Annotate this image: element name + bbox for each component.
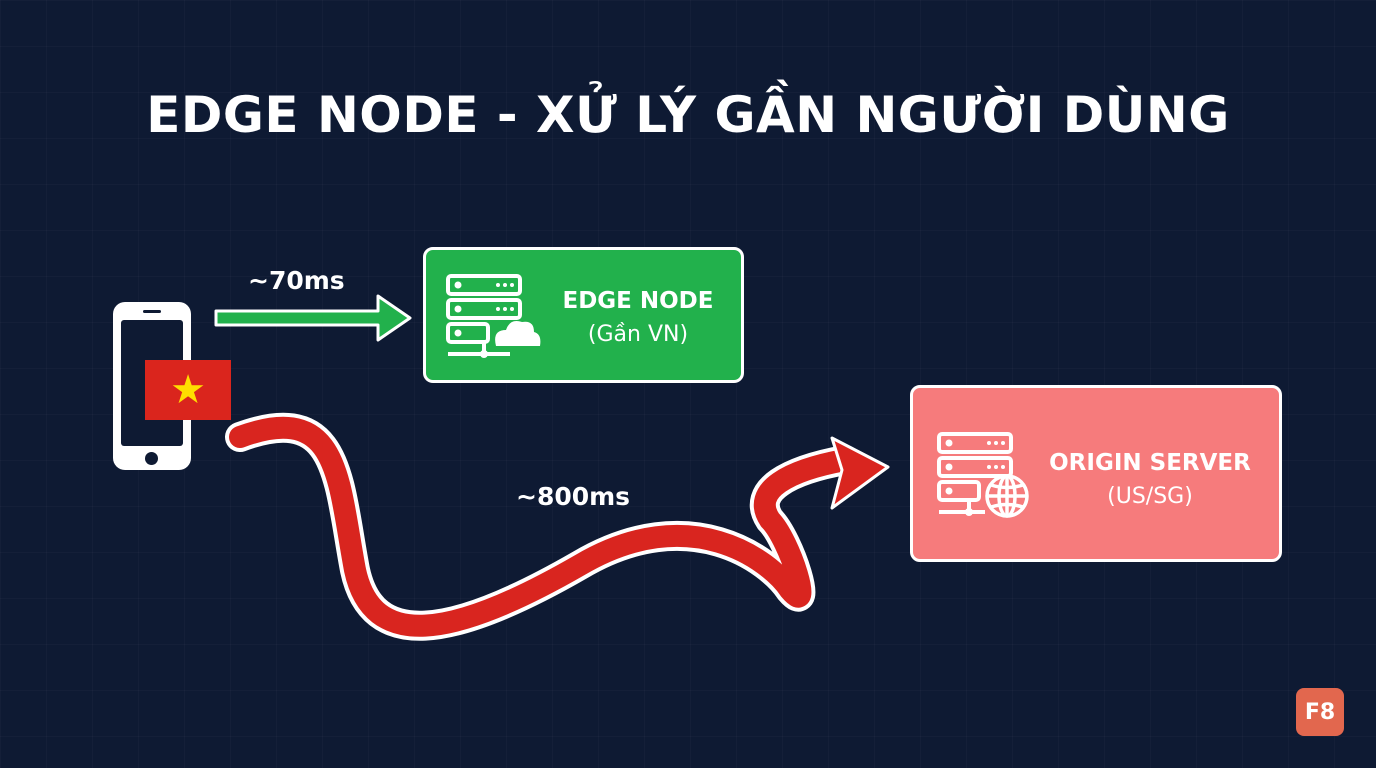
origin-server-name: ORIGIN SERVER — [1049, 450, 1251, 476]
server-globe-icon — [937, 432, 1029, 518]
page-title: EDGE NODE - XỬ LÝ GẦN NGƯỜI DÙNG — [146, 86, 1230, 144]
edge-node-location: (Gần VN) — [587, 322, 689, 347]
origin-latency-label: ~800ms — [516, 482, 631, 511]
origin-arrow — [229, 416, 856, 637]
edge-latency-label: ~70ms — [248, 266, 345, 295]
server-cloud-icon — [446, 274, 541, 358]
edge-node-name: EDGE NODE — [562, 288, 714, 314]
origin-arrow-head — [830, 436, 890, 510]
f8-logo: F8 — [1296, 688, 1344, 736]
origin-server-label: ORIGIN SERVER (US/SG) — [1035, 450, 1265, 509]
edge-node-box: EDGE NODE (Gần VN) — [423, 247, 744, 383]
star-icon: ★ — [170, 367, 206, 413]
edge-arrow — [214, 294, 412, 342]
phone-speaker — [143, 310, 161, 313]
phone-home-button — [145, 452, 158, 465]
edge-node-label: EDGE NODE (Gần VN) — [548, 288, 728, 347]
origin-server-location: (US/SG) — [1107, 484, 1193, 509]
vietnam-flag-icon: ★ — [145, 360, 231, 420]
origin-server-box: ORIGIN SERVER (US/SG) — [910, 385, 1282, 562]
